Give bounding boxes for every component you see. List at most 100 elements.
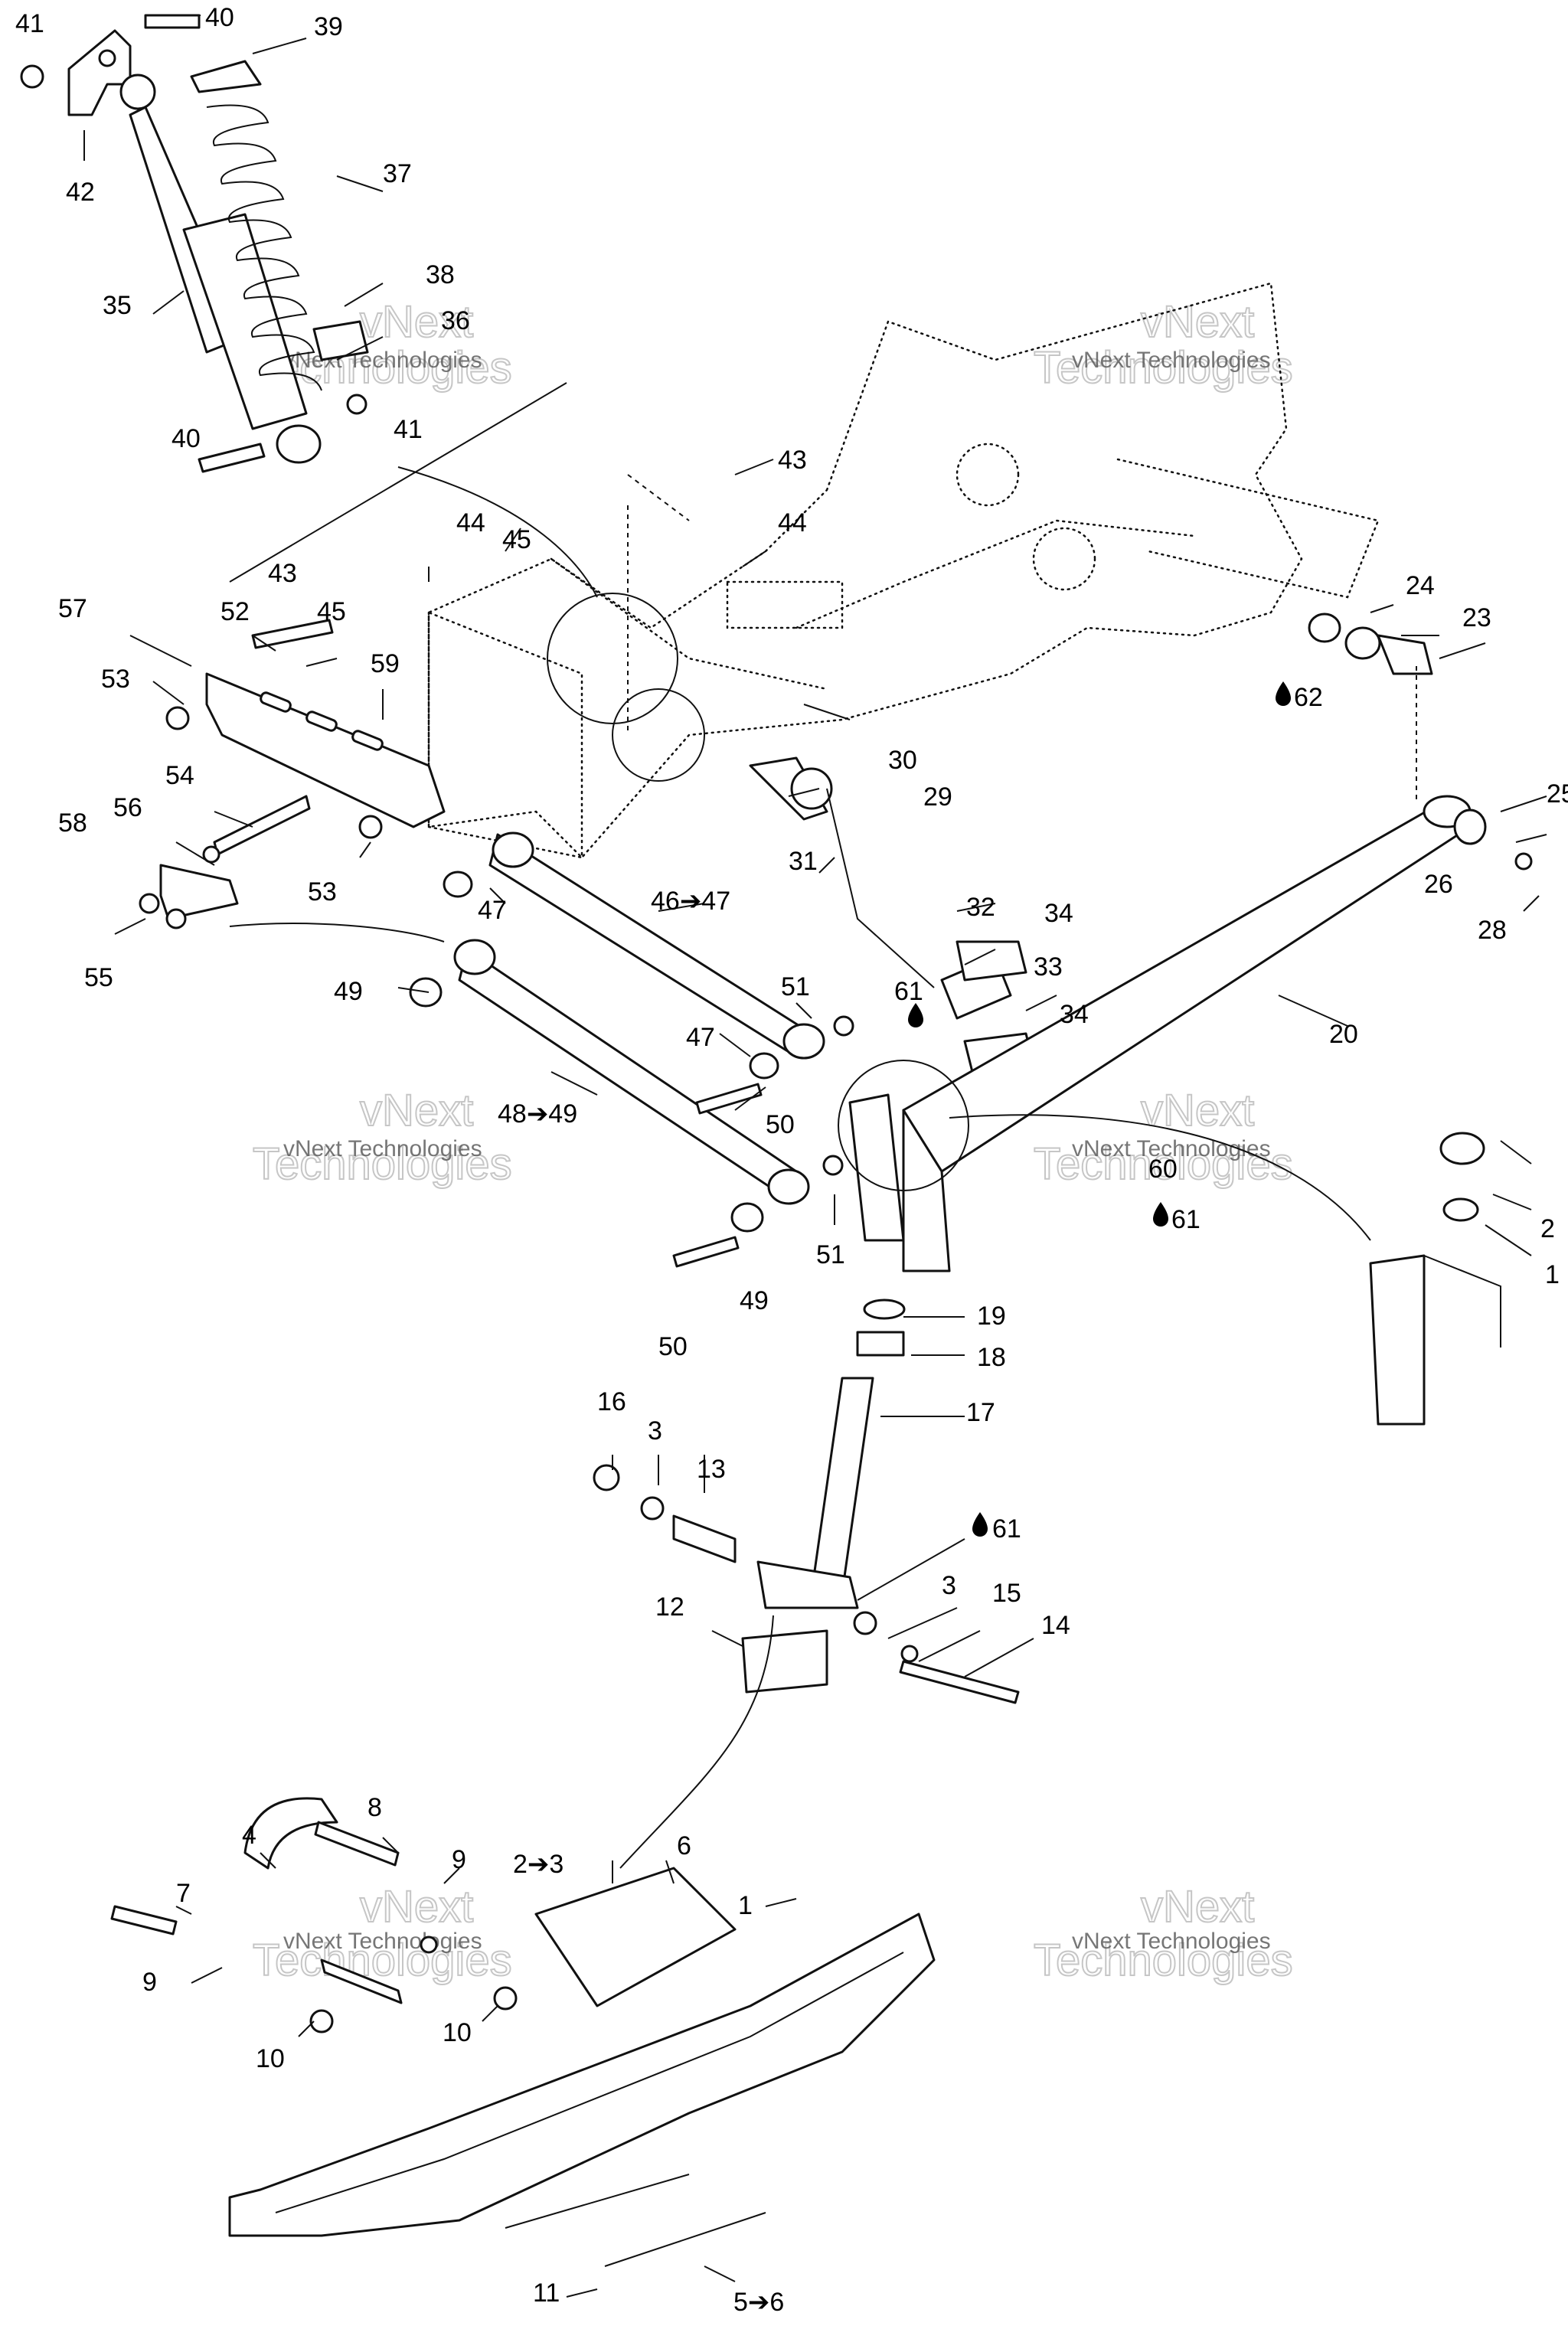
callout-10-right: 10: [443, 2018, 472, 2047]
callout-5-to-6: 5➔6: [733, 2288, 784, 2317]
callout-43-top: 43: [778, 446, 807, 475]
svg-text:Technologies: Technologies: [1034, 343, 1293, 393]
callout-9-right: 9: [452, 1845, 466, 1874]
svg-text:vNext Technologies: vNext Technologies: [283, 1929, 482, 1954]
svg-text:Technologies: Technologies: [1034, 1936, 1293, 1985]
callout-32: 32: [966, 893, 995, 922]
callout-36: 36: [441, 306, 470, 335]
callout-2-right: 2: [1540, 1214, 1555, 1243]
callout-57: 57: [58, 594, 87, 623]
callout-6: 6: [677, 1831, 691, 1860]
svg-text:vNext: vNext: [360, 1086, 473, 1135]
ski-loop: [243, 1797, 338, 1870]
svg-text:vNext: vNext: [360, 1882, 473, 1932]
lower-trailing-arm: [409, 939, 844, 1268]
callout-16: 16: [597, 1387, 626, 1416]
callout-29: 29: [923, 782, 952, 812]
steering-link: [749, 756, 1035, 1073]
callout-49-bottom: 49: [740, 1286, 769, 1315]
spring-seat: [312, 320, 369, 361]
callout-51-top: 51: [781, 972, 810, 1001]
ski-handle-bracket: [534, 1867, 737, 2007]
callout-50-middle: 50: [766, 1110, 795, 1139]
callout-13: 13: [697, 1455, 726, 1484]
callout-58: 58: [58, 808, 87, 838]
callout-12: 12: [655, 1592, 684, 1622]
shock-lower-eye: [276, 424, 322, 464]
callout-7: 7: [176, 1879, 191, 1908]
svg-text:vNext Technologies: vNext Technologies: [283, 1136, 482, 1161]
callout-34-bottom: 34: [1060, 1000, 1089, 1029]
callout-15: 15: [992, 1579, 1021, 1608]
callout-44-left: 44: [456, 508, 485, 537]
svg-text:vNext Technologies: vNext Technologies: [1072, 348, 1271, 373]
callout-60: 60: [1148, 1155, 1178, 1184]
svg-text:Technologies: Technologies: [253, 1139, 512, 1189]
callout-47-top: 47: [478, 896, 507, 925]
callout-59: 59: [371, 649, 400, 678]
callout-44-top: 44: [778, 508, 807, 537]
svg-text:vNext: vNext: [1141, 1086, 1254, 1135]
callout-53-bottom: 53: [308, 877, 337, 906]
oil-drop-icon: [908, 681, 1291, 1537]
svg-text:vNext: vNext: [1141, 1882, 1254, 1932]
callout-41-bottom: 41: [394, 415, 423, 444]
callout-35: 35: [103, 291, 132, 320]
callout-19: 19: [977, 1302, 1006, 1331]
watermark-bottom-left: vNext Technologies vNext Technologies: [252, 1881, 513, 1986]
callout-30: 30: [888, 746, 917, 775]
callout-2-to-3: 2➔3: [513, 1850, 564, 1879]
callout-61-upper: 61: [894, 977, 923, 1006]
callout-20: 20: [1329, 1020, 1358, 1049]
callout-54: 54: [165, 761, 194, 790]
callout-25: 25: [1547, 779, 1568, 808]
callout-11: 11: [533, 2278, 560, 2308]
leader-connector-curves: [229, 466, 1371, 1869]
shock-bolt-top: [144, 14, 201, 29]
callout-53-left: 53: [101, 665, 130, 694]
callout-40-bottom: 40: [172, 424, 201, 453]
callout-leaders: [83, 15, 1547, 2298]
callout-31: 31: [789, 847, 818, 876]
callout-14: 14: [1041, 1611, 1070, 1640]
callout-45-left: 45: [317, 597, 346, 626]
watermark-bottom-right: vNext Technologies vNext Technologies: [1033, 1881, 1294, 1986]
a-arm: [838, 612, 1533, 1272]
right-spindle-detail: [1369, 1132, 1501, 1426]
callout-labels: 41 40 39 37 42 35 3 8 36 40 41 43 44 44 4…: [15, 3, 1568, 2317]
callout-37: 37: [383, 159, 412, 188]
callout-24: 24: [1406, 571, 1435, 600]
chassis-detail-circle: [547, 474, 690, 735]
upper-trailing-arm: [443, 831, 854, 1080]
callout-10-left: 10: [256, 2044, 285, 2073]
shock-nut-top: [20, 64, 44, 89]
callout-56: 56: [113, 793, 142, 822]
upper-shock-bracket: [67, 29, 132, 116]
callout-8: 8: [368, 1793, 382, 1822]
bracket-57: [139, 619, 446, 929]
callout-45-top: 45: [502, 525, 531, 554]
callout-52: 52: [220, 597, 250, 626]
callout-61-middle: 61: [1171, 1205, 1200, 1234]
callout-39: 39: [314, 12, 343, 41]
coil-spring: [206, 104, 322, 391]
callout-47-middle: 47: [686, 1023, 715, 1052]
callout-23: 23: [1462, 603, 1491, 632]
callout-1-right: 1: [1545, 1260, 1560, 1289]
callout-1: 1: [738, 1891, 753, 1920]
spring-cap: [190, 60, 262, 93]
ski: [110, 1797, 936, 2267]
watermark-top-right: vNext Technologies vNext Technologies: [1033, 296, 1294, 394]
shock-top-eye: [119, 74, 156, 110]
callout-42: 42: [66, 178, 95, 207]
callout-40-top: 40: [205, 3, 234, 32]
callout-50-bottom: 50: [658, 1332, 688, 1361]
callout-17: 17: [966, 1398, 995, 1427]
spindle: [593, 1298, 1020, 1704]
callout-61-lower: 61: [992, 1514, 1021, 1544]
callout-48-to-49: 48➔49: [498, 1099, 577, 1129]
callout-3-bottom: 3: [942, 1571, 956, 1600]
callout-41-top: 41: [15, 9, 44, 38]
svg-text:Technologies: Technologies: [1034, 1139, 1293, 1189]
